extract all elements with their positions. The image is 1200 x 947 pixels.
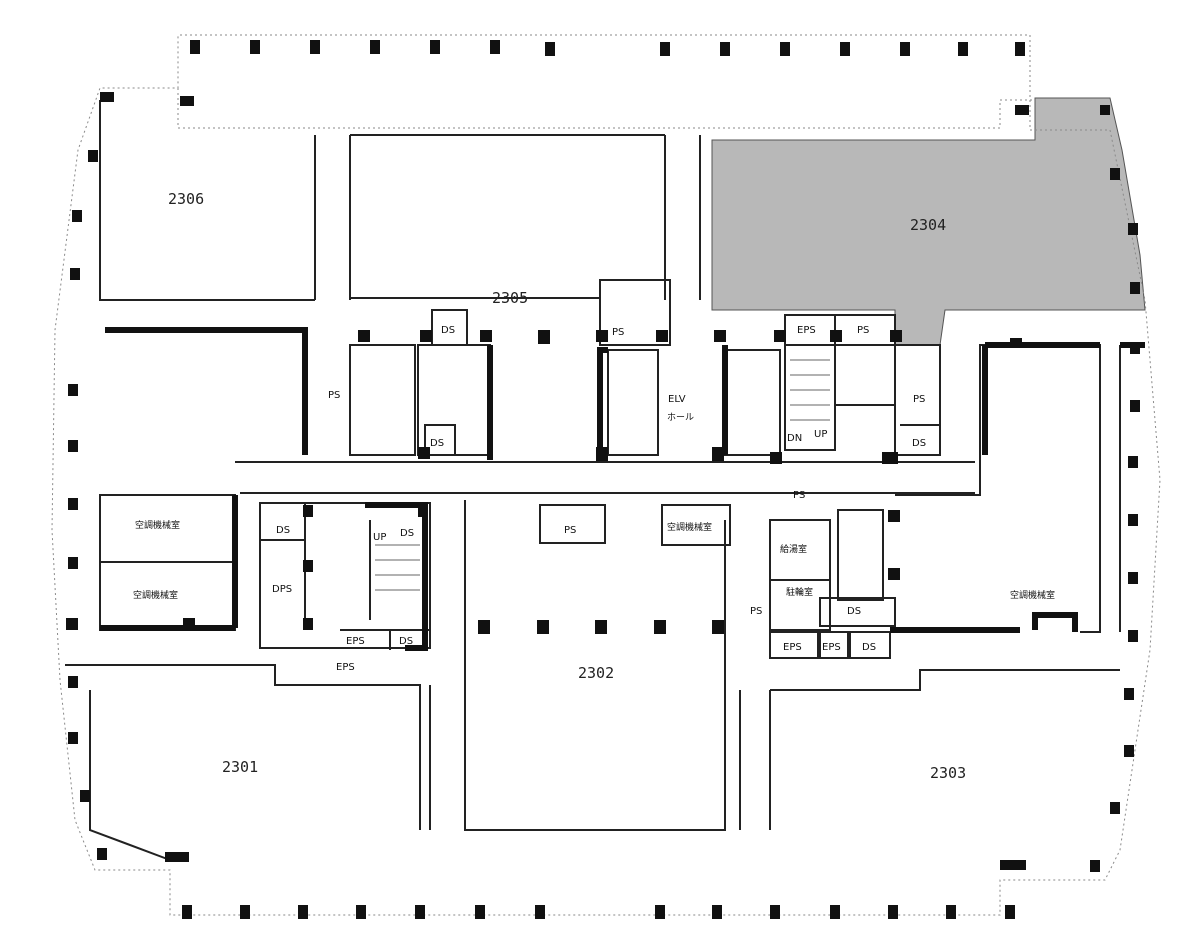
up-label: UP [814,429,827,440]
room-2302-label: 2302 [578,664,614,682]
ps-label: PS [564,525,576,536]
dps-label: DPS [272,584,292,595]
eps-label: EPS [783,642,802,653]
building-outline [51,34,1161,916]
ds-label: DS [430,438,444,449]
room-2306-label: 2306 [168,190,204,208]
room-2304-label: 2304 [910,216,946,234]
eps-label: EPS [797,325,816,336]
ds-label: DS [399,636,413,647]
ps-label: PS [328,390,340,401]
room-2304-area[interactable] [711,97,1146,346]
eps-label: EPS [336,662,355,673]
bike-room-label: 駐輪室 [786,586,813,598]
ps-label: PS [913,394,925,405]
ds-label: DS [912,438,926,449]
ds-label: DS [847,606,861,617]
ds-label: DS [862,642,876,653]
walls [100,327,1145,651]
ps-label: PS [750,606,762,617]
ds-label: DS [400,528,414,539]
elv-hall-label: ホール [667,412,694,423]
ac-machine-room-label: 空調機械室 [135,519,180,531]
ac-machine-room-label: 空調機械室 [667,521,712,533]
room-2305-label: 2305 [492,289,528,307]
ac-machine-room-label: 空調機械室 [133,589,178,601]
stairs [375,359,830,591]
hot-water-room-label: 給湯室 [780,543,807,555]
elv-label: ELV [668,394,686,405]
ps-label: PS [793,490,805,501]
up-label: UP [373,532,386,543]
room-2301-label: 2301 [222,758,258,776]
room-2303-label: 2303 [930,764,966,782]
ac-machine-room-label: 空調機械室 [1010,589,1055,601]
service-labels: PS DS DS PS ELV ホール EPS PS PS DS DN UP P… [133,325,1055,673]
columns [66,40,1140,919]
ds-label: DS [441,325,455,336]
eps-label: EPS [822,642,841,653]
ps-label: PS [857,325,869,336]
dn-label: DN [787,433,802,444]
eps-label: EPS [346,636,365,647]
ds-label: DS [276,525,290,536]
ps-label: PS [612,327,624,338]
